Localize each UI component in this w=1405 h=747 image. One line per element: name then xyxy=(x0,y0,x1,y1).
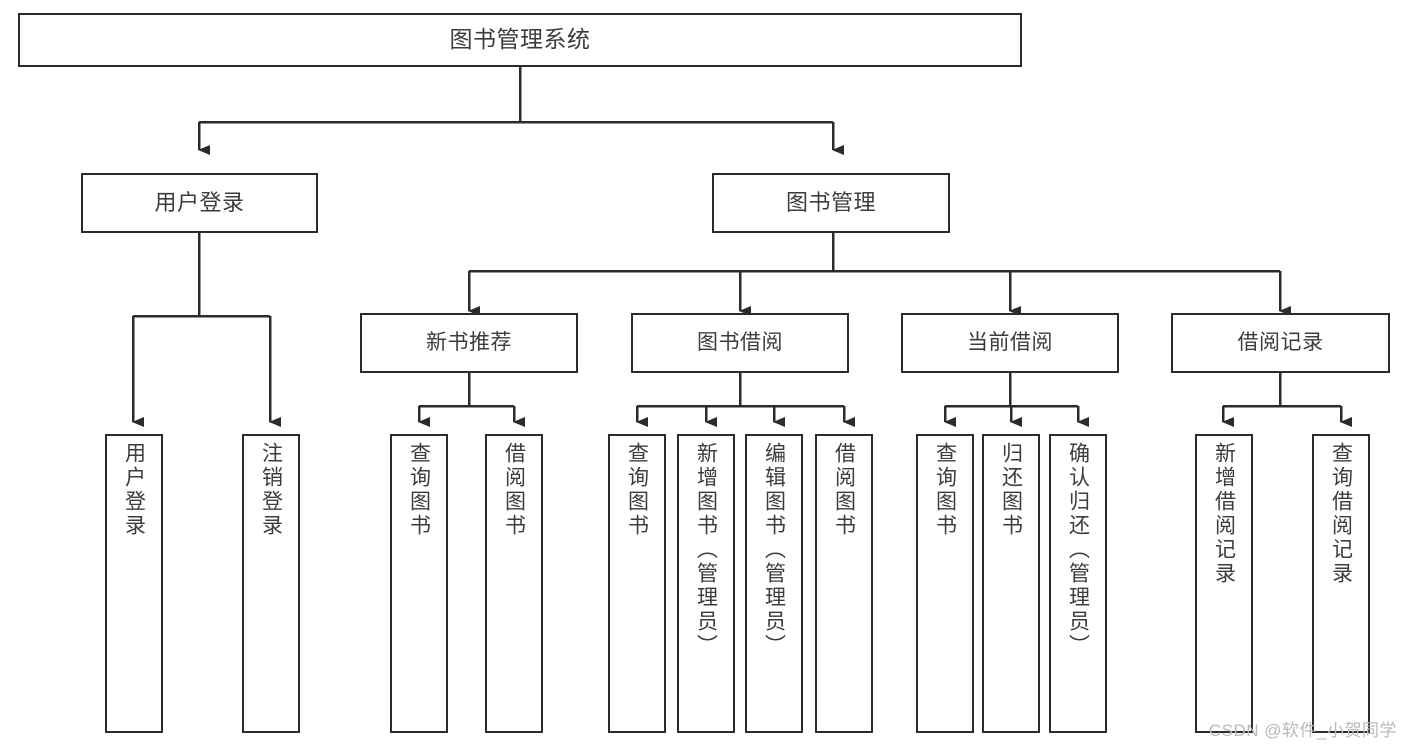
leaf-new-book-query-label: 查询图书 xyxy=(407,442,431,538)
leaf-current-return-book[interactable]: 归还图书 xyxy=(982,434,1040,733)
leaf-borrow-query-book[interactable]: 查询图书 xyxy=(608,434,666,733)
node-current-borrow-label: 当前借阅 xyxy=(967,331,1053,355)
leaf-record-add-label: 新增借阅记录 xyxy=(1212,442,1236,586)
node-borrow-record-label: 借阅记录 xyxy=(1237,331,1324,355)
node-book-management[interactable]: 图书管理 xyxy=(712,173,950,233)
leaf-new-book-borrow[interactable]: 借阅图书 xyxy=(485,434,543,733)
leaf-user-login-signin[interactable]: 用户登录 xyxy=(105,434,163,733)
leaf-new-book-query[interactable]: 查询图书 xyxy=(390,434,448,733)
node-new-book-recommend-label: 新书推荐 xyxy=(426,331,512,355)
leaf-current-confirm-return-label: 确认归还（管理员） xyxy=(1066,442,1090,658)
leaf-borrow-query-book-label: 查询图书 xyxy=(625,442,649,538)
leaf-borrow-borrow-book-label: 借阅图书 xyxy=(832,442,856,538)
leaf-record-add[interactable]: 新增借阅记录 xyxy=(1195,434,1253,733)
leaf-new-book-borrow-label: 借阅图书 xyxy=(502,442,526,538)
leaf-current-confirm-return[interactable]: 确认归还（管理员） xyxy=(1049,434,1107,733)
node-book-borrow-label: 图书借阅 xyxy=(697,331,783,355)
leaf-current-query-book-label: 查询图书 xyxy=(933,442,957,538)
leaf-current-return-book-label: 归还图书 xyxy=(999,442,1023,538)
leaf-borrow-edit-book-label: 编辑图书（管理员） xyxy=(762,442,786,658)
node-borrow-record[interactable]: 借阅记录 xyxy=(1171,313,1390,373)
leaf-record-query-label: 查询借阅记录 xyxy=(1329,442,1353,586)
node-user-login[interactable]: 用户登录 xyxy=(81,173,318,233)
node-root-library-system[interactable]: 图书管理系统 xyxy=(18,13,1022,67)
node-book-management-label: 图书管理 xyxy=(785,189,876,215)
node-current-borrow[interactable]: 当前借阅 xyxy=(901,313,1119,373)
leaf-user-login-signout-label: 注销登录 xyxy=(259,442,283,538)
leaf-user-login-signin-label: 用户登录 xyxy=(122,442,146,538)
leaf-borrow-add-book[interactable]: 新增图书（管理员） xyxy=(677,434,735,733)
node-root-label: 图书管理系统 xyxy=(449,26,591,53)
node-book-borrow[interactable]: 图书借阅 xyxy=(631,313,849,373)
leaf-borrow-borrow-book[interactable]: 借阅图书 xyxy=(815,434,873,733)
node-new-book-recommend[interactable]: 新书推荐 xyxy=(360,313,578,373)
node-user-login-label: 用户登录 xyxy=(154,189,245,215)
leaf-borrow-add-book-label: 新增图书（管理员） xyxy=(694,442,718,658)
leaf-record-query[interactable]: 查询借阅记录 xyxy=(1312,434,1370,733)
leaf-user-login-signout[interactable]: 注销登录 xyxy=(242,434,300,733)
leaf-current-query-book[interactable]: 查询图书 xyxy=(916,434,974,733)
leaf-borrow-edit-book[interactable]: 编辑图书（管理员） xyxy=(745,434,803,733)
